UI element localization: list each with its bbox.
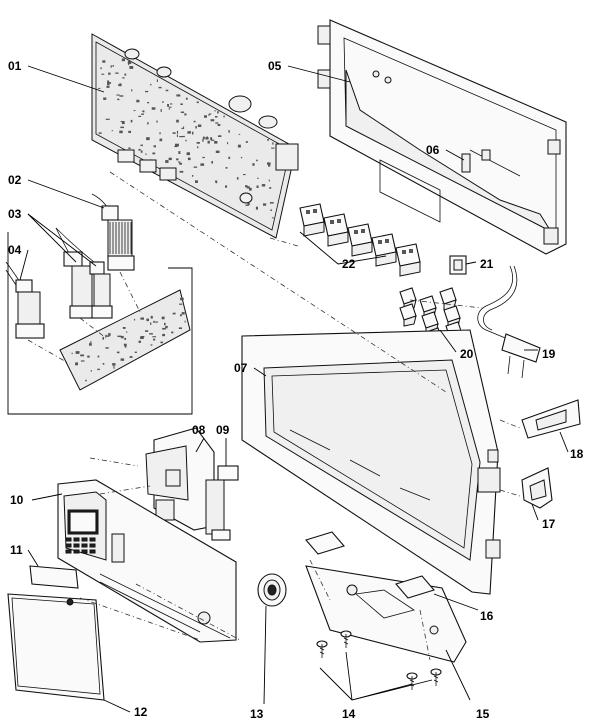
label-13: 13 (250, 707, 264, 721)
label-08: 08 (192, 423, 206, 437)
label-19: 19 (542, 347, 556, 361)
part-19-power-cord (477, 265, 541, 379)
part-14-screws (316, 630, 442, 690)
part-05-rear-housing (317, 19, 567, 255)
inset-detail-box (7, 232, 193, 415)
label-10: 10 (10, 493, 24, 507)
part-17-latch (521, 467, 553, 509)
label-18: 18 (570, 447, 584, 461)
label-14: 14 (342, 707, 356, 721)
part-12-front-door (7, 593, 105, 701)
label-04: 04 (8, 243, 22, 257)
label-17: 17 (542, 517, 556, 531)
label-03: 03 (8, 207, 22, 221)
part-07-front-frame (241, 329, 501, 595)
label-20: 20 (460, 347, 474, 361)
part-16-clips (305, 531, 435, 599)
label-09: 09 (216, 423, 230, 437)
part-22-terminal-blocks (299, 203, 421, 277)
label-11: 11 (10, 543, 23, 557)
part-10-control-panel (57, 479, 237, 643)
leader-lines (19, 65, 569, 713)
part-18-bracket (521, 399, 581, 439)
label-01: 01 (8, 59, 22, 73)
assembly-lines (79, 171, 521, 661)
part-11-small-cover (29, 565, 79, 589)
label-02: 02 (8, 173, 22, 187)
part-15-base-plate (305, 565, 467, 663)
label-15: 15 (476, 707, 490, 721)
label-06: 06 (426, 143, 440, 157)
part-02-cable (91, 193, 135, 271)
part-01-main-pcb (91, 33, 299, 239)
label-22: 22 (342, 257, 356, 271)
label-07: 07 (234, 361, 248, 375)
label-12: 12 (134, 705, 148, 719)
part-labels: 01 02 03 04 05 06 07 08 09 10 11 12 13 1… (8, 59, 584, 721)
part-04-cable (5, 261, 45, 339)
part-06-fuse (461, 149, 491, 173)
part-09-ribbon-cable (205, 465, 239, 541)
label-16: 16 (480, 609, 494, 623)
label-21: 21 (480, 257, 494, 271)
part-08-transformer (145, 427, 215, 531)
part-21-clip (449, 255, 467, 275)
part-13-knob (257, 573, 287, 607)
label-05: 05 (268, 59, 282, 73)
